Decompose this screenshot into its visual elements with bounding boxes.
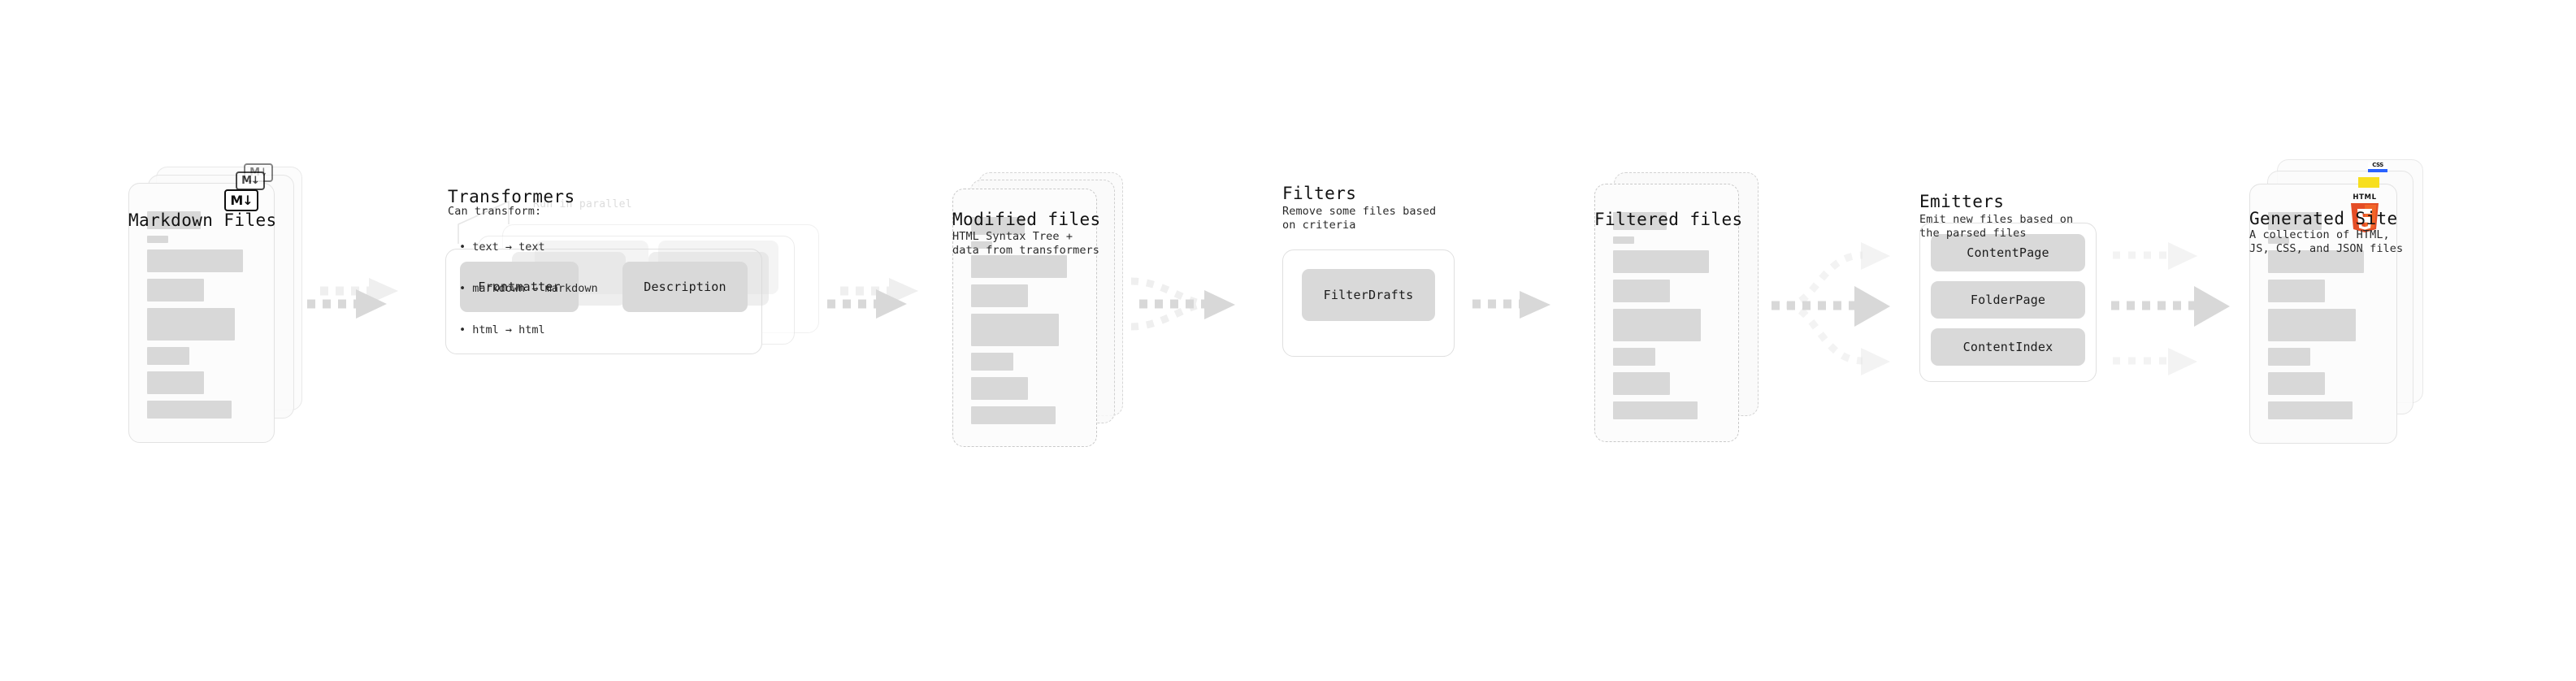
html5-badge: HTML [2347,192,2383,232]
doc-bar [147,236,168,243]
doc-bar [2268,401,2353,419]
stage-title-modified-files: Modified files [952,210,1101,229]
stage-title-markdown-files: Markdown Files [128,210,277,230]
stage-title-emitters: Emitters [1919,192,2005,211]
doc-card-front [1594,184,1739,442]
doc-bar [2268,372,2325,395]
doc-card-front [2249,184,2397,444]
html5-logo-icon: HTML [2351,193,2379,232]
transformer-chip-description-label: Description [644,280,726,294]
emitter-chip-folderpage-label: FolderPage [1970,293,2046,307]
markdown-file-stack: M↓ M↓ M↓ [128,163,315,451]
doc-bar-group [2268,212,2379,426]
transformers-bullet-item: • markdown → markdown [459,282,598,295]
run-in-parallel-leader [458,200,510,244]
doc-bar [1613,250,1709,273]
doc-bar [147,371,204,394]
doc-bar [971,284,1028,307]
arrow-markdown-to-transformers [307,278,398,319]
doc-bar [2268,348,2310,366]
arrow-filtered-to-emitters [1772,242,1890,375]
transformer-chip-frontmatter[interactable]: Frontmatter [460,262,579,312]
doc-bar-group [971,217,1078,431]
emitter-chip-contentindex-label: ContentIndex [1962,340,2053,354]
emitter-chip-contentindex[interactable]: ContentIndex [1931,328,2085,366]
doc-bar [147,279,204,301]
transformers-bullet-item: • text → text [459,241,545,254]
stage-subtitle-modified-files: HTML Syntax Tree + data from transformer… [952,230,1100,257]
doc-bar-group [1613,212,1720,426]
doc-bar [971,353,1013,371]
emitter-chip-folderpage[interactable]: FolderPage [1931,281,2085,319]
transformers-bullet-list: • text → text • markdown → markdown • ht… [459,213,598,365]
filtered-file-stack [1594,172,1781,449]
doc-bar [2268,212,2322,230]
doc-bar [2268,250,2364,273]
arrow-filters-to-filtered [1472,291,1550,319]
doc-bar [1613,372,1670,395]
stage-subtitle-filters: Remove some files based on criteria [1282,205,1437,232]
stage-subtitle-generated-site: A collection of HTML, JS, CSS, and JSON … [2249,228,2404,255]
markdown-badge-back-1: M↓ [236,171,265,190]
transformer-chip-frontmatter-label: Frontmatter [478,280,561,294]
doc-bar [971,314,1059,346]
stage-subtitle-emitters: Emit new files based on the parsed files [1919,213,2074,240]
doc-bar [147,347,189,365]
doc-card-front [952,189,1097,447]
transformer-chip-description[interactable]: Description [622,262,748,312]
stage-modified-files [952,172,1139,449]
generated-site-stack: CSS HTML [2249,159,2444,452]
arrow-emitters-to-site [2111,242,2230,375]
stage-subtitle-transformers: Can transform: [448,205,542,218]
css-badge-bar [2368,169,2387,172]
js-badge [2358,177,2379,188]
doc-bar [971,241,992,249]
doc-bar [2268,280,2325,302]
arrow-modified-to-filters [1130,277,1235,331]
stage-title-filtered-files: Filtered files [1594,210,1743,229]
doc-bar [971,406,1056,424]
doc-bar [1613,401,1698,419]
modified-file-stack [952,172,1139,449]
stage-title-generated-site: Generated Site [2249,209,2398,228]
doc-bar [1613,348,1655,366]
doc-bar [971,377,1028,400]
run-in-parallel-label: Run in parallel [533,198,632,210]
stage-title-filters: Filters [1282,184,1357,203]
emitter-chip-contentpage[interactable]: ContentPage [1931,234,2085,271]
doc-bar [1613,280,1670,302]
doc-card-front [128,183,275,443]
transformers-bullet-item: • html → html [459,323,545,336]
doc-bar [147,249,243,272]
doc-bar [1613,212,1667,230]
doc-bar [971,217,1025,235]
css-badge-label: CSS [2372,162,2383,168]
stage-generated-site: CSS HTML [2249,159,2444,452]
svg-text:HTML: HTML [2353,193,2376,202]
doc-bar [1613,309,1701,341]
doc-bar-group [147,211,256,425]
css-badge: CSS [2368,163,2387,172]
doc-bar [971,255,1067,278]
doc-bar [147,211,201,229]
filter-chip-filterdrafts-label: FilterDrafts [1323,288,1414,302]
filter-chip-filterdrafts[interactable]: FilterDrafts [1302,269,1435,321]
stage-markdown-files: M↓ M↓ M↓ [128,163,315,451]
stage-filtered-files [1594,172,1781,449]
emitter-chip-contentpage-label: ContentPage [1967,245,2049,260]
markdown-badge: M↓ [224,189,258,211]
arrow-transformers-to-modified [827,278,918,319]
stage-title-transformers: Transformers [448,187,575,206]
doc-bar [147,401,232,419]
doc-bar [147,308,235,340]
doc-bar [2268,236,2289,244]
doc-bar [2268,309,2356,341]
doc-bar [1613,236,1634,244]
